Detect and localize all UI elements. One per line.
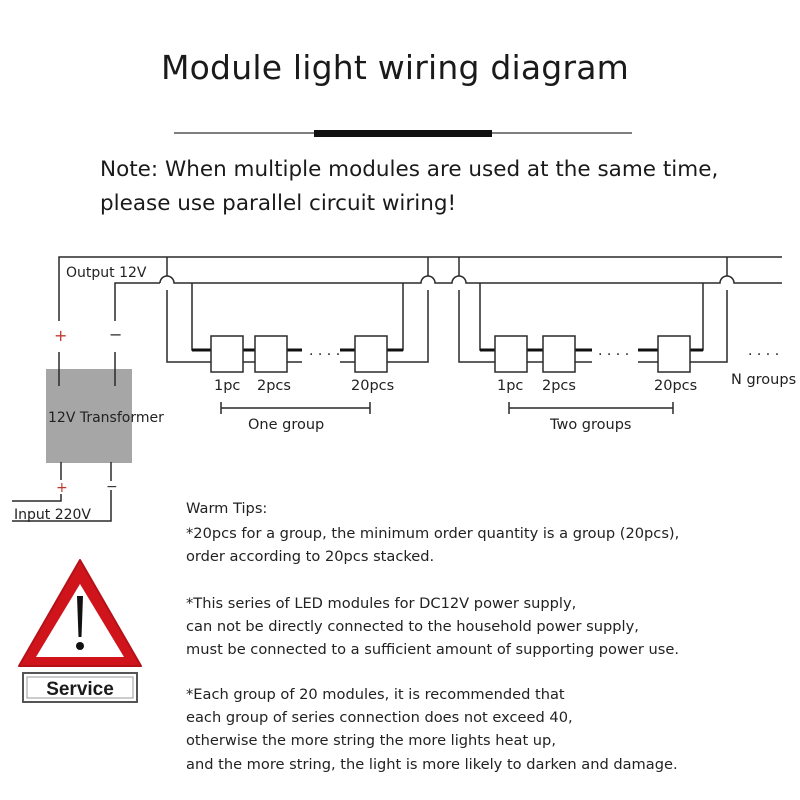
module-label: 20pcs: [654, 378, 697, 394]
ellipsis: · · · ·: [598, 347, 629, 363]
group-label: One group: [248, 417, 324, 433]
module-label: 1pc: [497, 378, 523, 394]
group-2-bracket: [508, 402, 674, 414]
input-leads: [12, 462, 112, 522]
module-label: 20pcs: [351, 378, 394, 394]
tip-line: otherwise the more string the more light…: [186, 732, 556, 749]
tip-line: order according to 20pcs stacked.: [186, 548, 435, 565]
service-sign: Service: [22, 672, 138, 703]
minus-symbol: −: [106, 479, 118, 495]
group-1-modules: [210, 335, 388, 373]
tip-line: *Each group of 20 modules, it is recomme…: [186, 686, 565, 703]
plus-symbol: +: [54, 326, 67, 345]
tip-line: must be connected to a sufficient amount…: [186, 641, 679, 658]
module-box: [494, 335, 528, 373]
group-label: Two groups: [549, 417, 631, 433]
page-title: Module light wiring diagram: [161, 48, 629, 87]
group-1-wiring: [166, 257, 429, 363]
note-line-2: please use parallel circuit wiring!: [100, 191, 457, 216]
plus-symbol: +: [56, 480, 68, 496]
module-box: [657, 335, 691, 373]
tip-line: *This series of LED modules for DC12V po…: [186, 595, 577, 612]
service-label: Service: [46, 679, 114, 700]
minus-symbol: −: [109, 325, 122, 344]
output-label: Output 12V: [66, 265, 147, 281]
module-label: 2pcs: [257, 378, 291, 394]
n-groups-label: N groups: [731, 372, 796, 388]
transformer-label: 12V Transformer: [48, 410, 164, 426]
warm-tips-heading: Warm Tips:: [186, 500, 268, 517]
transformer-box: [46, 369, 132, 463]
group-2-modules: [494, 335, 691, 373]
note-line-1: Note: When multiple modules are used at …: [100, 157, 719, 182]
module-box: [542, 335, 576, 373]
input-label: Input 220V: [14, 507, 91, 523]
tip-line: and the more string, the light is more l…: [186, 756, 678, 773]
module-box: [210, 335, 244, 373]
ellipsis: · · · ·: [309, 347, 340, 363]
tip-line: *20pcs for a group, the minimum order qu…: [186, 525, 680, 542]
module-box: [354, 335, 388, 373]
module-label: 2pcs: [542, 378, 576, 394]
tip-line: can not be directly connected to the hou…: [186, 618, 639, 635]
warning-triangle-icon: [18, 559, 142, 667]
ellipsis: · · · ·: [748, 347, 779, 363]
title-divider: [174, 130, 632, 137]
tip-line: each group of series connection does not…: [186, 709, 573, 726]
group-1-bracket: [220, 402, 371, 414]
module-label: 1pc: [214, 378, 240, 394]
module-box: [254, 335, 288, 373]
negative-rail: [159, 275, 782, 284]
output-leads: [58, 256, 782, 386]
